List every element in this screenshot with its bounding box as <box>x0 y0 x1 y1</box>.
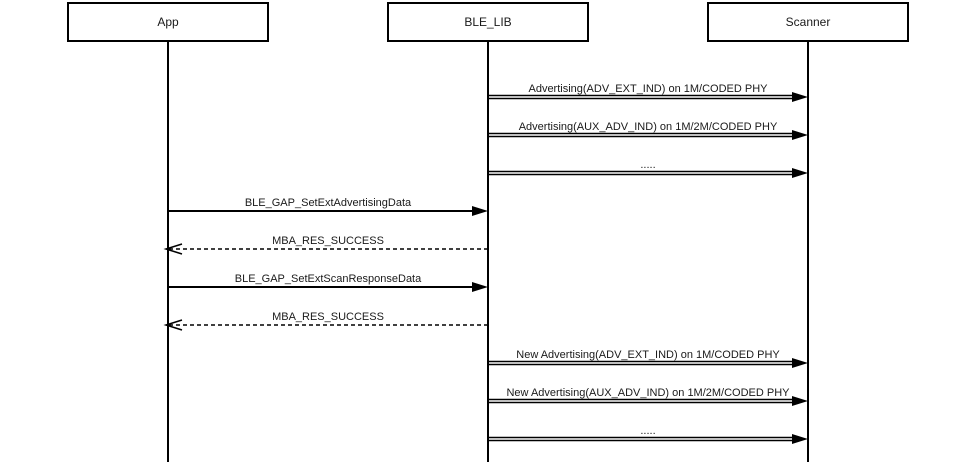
arrowhead-icon <box>792 396 808 406</box>
participant-label: BLE_LIB <box>464 15 511 29</box>
participant-label: Scanner <box>786 15 831 29</box>
message-9[interactable]: New Advertising(AUX_ADV_IND) on 1M/2M/CO… <box>488 387 808 406</box>
arrowhead-icon <box>472 282 488 292</box>
message-3[interactable]: ..... <box>488 159 808 178</box>
participant-box <box>67 2 269 42</box>
message-6[interactable]: BLE_GAP_SetExtScanResponseData <box>168 273 488 292</box>
arrowhead-icon <box>792 130 808 140</box>
message-label: MBA_RES_SUCCESS <box>272 235 384 247</box>
message-4[interactable]: BLE_GAP_SetExtAdvertisingData <box>168 197 488 216</box>
open-arrowhead-icon <box>163 319 183 331</box>
message-label: MBA_RES_SUCCESS <box>272 311 384 323</box>
participant-app[interactable]: App <box>67 2 269 42</box>
open-arrowhead-icon <box>163 243 183 255</box>
message-label: New Advertising(ADV_EXT_IND) on 1M/CODED… <box>516 349 780 361</box>
message-label: ..... <box>640 159 655 171</box>
arrowhead-icon <box>792 168 808 178</box>
message-label: Advertising(ADV_EXT_IND) on 1M/CODED PHY <box>528 83 768 95</box>
message-label: Advertising(AUX_ADV_IND) on 1M/2M/CODED … <box>519 121 778 133</box>
message-10[interactable]: ..... <box>488 425 808 444</box>
message-label: BLE_GAP_SetExtAdvertisingData <box>245 197 412 209</box>
participant-ble_lib[interactable]: BLE_LIB <box>387 2 589 42</box>
message-label: New Advertising(AUX_ADV_IND) on 1M/2M/CO… <box>506 387 790 399</box>
message-1[interactable]: Advertising(ADV_EXT_IND) on 1M/CODED PHY <box>488 83 808 102</box>
arrowhead-icon <box>792 358 808 368</box>
arrowhead-icon <box>472 206 488 216</box>
participant-scanner[interactable]: Scanner <box>707 2 909 42</box>
arrowhead-icon <box>792 92 808 102</box>
participant-box <box>387 2 589 42</box>
participant-label: App <box>157 15 179 29</box>
message-5[interactable]: MBA_RES_SUCCESS <box>163 235 488 255</box>
message-8[interactable]: New Advertising(ADV_EXT_IND) on 1M/CODED… <box>488 349 808 368</box>
message-label: BLE_GAP_SetExtScanResponseData <box>235 273 422 285</box>
message-7[interactable]: MBA_RES_SUCCESS <box>163 311 488 331</box>
arrowhead-icon <box>792 434 808 444</box>
participant-box <box>707 2 909 42</box>
message-2[interactable]: Advertising(AUX_ADV_IND) on 1M/2M/CODED … <box>488 121 808 140</box>
message-label: ..... <box>640 425 655 437</box>
